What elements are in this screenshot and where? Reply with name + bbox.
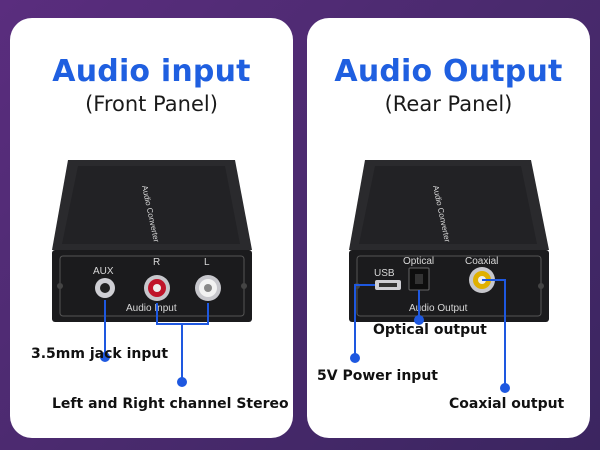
callout-dot xyxy=(500,383,510,393)
callout-dot xyxy=(414,315,424,325)
audio-input-label: Audio Input xyxy=(126,303,177,314)
r-label: R xyxy=(153,257,160,268)
rear-panel-title: Audio Output xyxy=(334,54,563,89)
front-panel-card: Audio input (Front Panel) AUX R L Audio … xyxy=(10,18,293,438)
front-panel-subtitle: (Front Panel) xyxy=(85,92,218,116)
l-label: L xyxy=(204,257,210,268)
aux-label: AUX xyxy=(93,266,114,277)
power-input-callout: 5V Power input xyxy=(317,368,438,384)
front-device-illustration: AUX R L Audio Input Audio Converter xyxy=(52,160,252,387)
screw-icon xyxy=(57,283,63,289)
optical-label: Optical xyxy=(403,256,434,267)
rear-panel-card: Audio Output (Rear Panel) Optical Coaxia… xyxy=(307,18,590,438)
callout-dot xyxy=(350,353,360,363)
screw-icon xyxy=(241,283,247,289)
callout-dot xyxy=(177,377,187,387)
usb-label: USB xyxy=(374,268,395,279)
jack-input-callout: 3.5mm jack input xyxy=(31,346,169,362)
coaxial-label: Coaxial xyxy=(465,256,498,267)
callout-dot xyxy=(100,352,110,362)
front-panel-title: Audio input xyxy=(52,54,251,89)
optical-output-callout: Optical output xyxy=(373,322,487,338)
coaxial-output-callout: Coaxial output xyxy=(449,396,565,412)
audio-output-label: Audio Output xyxy=(409,303,468,314)
rear-device-illustration: Optical Coaxial USB Audio Output Audio C… xyxy=(349,160,549,393)
device-rear-face xyxy=(349,250,549,322)
stereo-callout: Left and Right channel Stereo xyxy=(52,396,289,412)
rear-panel-subtitle: (Rear Panel) xyxy=(384,92,513,116)
screw-icon xyxy=(538,283,544,289)
